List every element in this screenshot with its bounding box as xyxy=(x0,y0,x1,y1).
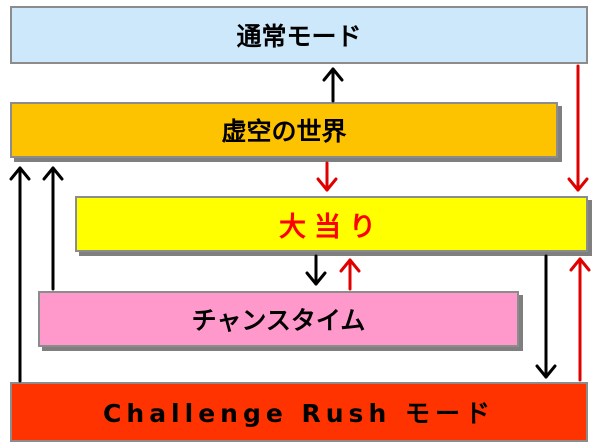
chance-time-label: チャンスタイム xyxy=(191,306,366,335)
normal-mode-box: 通常モード xyxy=(10,6,588,64)
jackpot-label: 大当り xyxy=(279,211,384,243)
arrow-rush-to-jackpot xyxy=(569,257,591,382)
arrow-jackpot-to-chance xyxy=(305,254,327,286)
arrow-rush-to-void xyxy=(9,166,31,383)
jackpot-box: 大当り xyxy=(75,196,588,252)
arrow-chance-to-jackpot xyxy=(339,258,361,291)
challenge-rush-label: Challenge Rush モード xyxy=(103,399,495,428)
arrow-void-to-normal xyxy=(322,67,344,103)
arrow-void-to-jackpot xyxy=(316,161,338,192)
void-world-box: 虚空の世界 xyxy=(10,102,558,158)
arrow-chance-to-void xyxy=(42,166,64,291)
arrow-jackpot-to-rush xyxy=(535,254,557,379)
normal-mode-label: 通常モード xyxy=(236,22,362,51)
chance-time-box: チャンスタイム xyxy=(38,291,519,347)
arrow-normal-to-jackpot xyxy=(567,64,589,192)
challenge-rush-box: Challenge Rush モード xyxy=(10,382,588,442)
void-world-label: 虚空の世界 xyxy=(221,117,347,146)
